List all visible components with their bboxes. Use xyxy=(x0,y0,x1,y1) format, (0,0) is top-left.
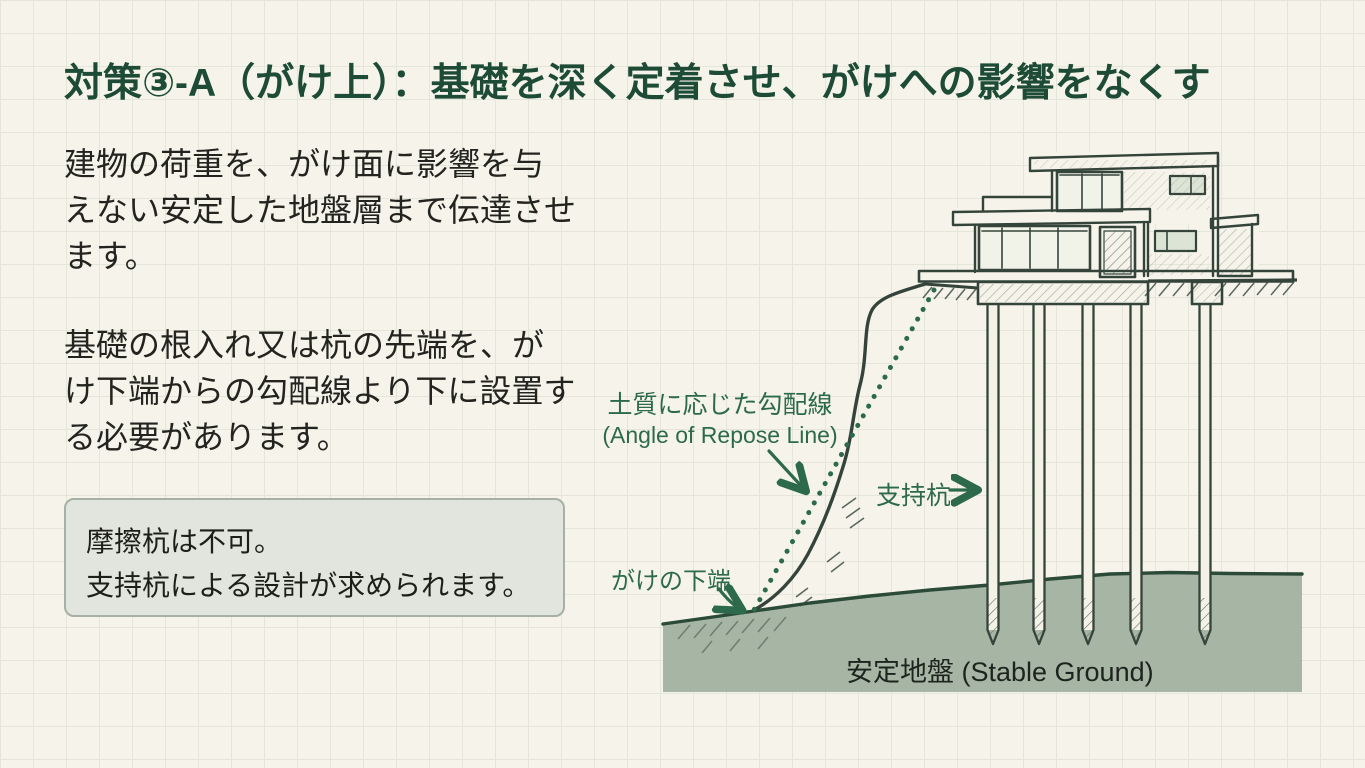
lower-window-band xyxy=(977,224,1092,272)
ground-hatch-marks xyxy=(677,616,787,654)
label-cliff-bottom: がけの下端 xyxy=(611,568,731,595)
body-paragraph-2: 基礎の根入れ又は杭の先端を、が け下端からの勾配線より下に設置す る必要がありま… xyxy=(64,322,575,460)
stable-ground-surface-line xyxy=(661,570,1304,626)
paragraph-line: る必要があります。 xyxy=(64,419,349,455)
right-ground-line xyxy=(1147,278,1298,283)
middle-roof xyxy=(951,207,1152,227)
top-roof-hatch xyxy=(1034,160,1212,168)
cliff-rock-marks xyxy=(795,497,865,607)
mid-right-window xyxy=(1153,229,1198,253)
cliff-top-surface xyxy=(924,282,979,290)
pile xyxy=(1129,304,1143,646)
label-slope-line: 土質に応じた勾配線 (Angle of Repose Line) xyxy=(580,390,860,450)
entry-door xyxy=(1098,225,1137,279)
paragraph-line: け下端からの勾配線より下に設置す xyxy=(64,373,576,409)
support-piles xyxy=(986,304,1212,646)
balcony-parapet xyxy=(981,195,1054,213)
annotation-arrows xyxy=(719,449,975,609)
note-line: 摩擦杭は不可。 xyxy=(86,526,283,557)
right-wall xyxy=(1211,154,1220,278)
label-slope-line-en: (Angle of Repose Line) xyxy=(602,422,838,448)
note-line: 支持杭による設計が求められます。 xyxy=(86,570,531,601)
paragraph-line: 建物の荷重を、がけ面に影響を与 xyxy=(64,146,545,182)
label-stable-ground: 安定地盤 (Stable Ground) xyxy=(846,657,1154,687)
house-sketch xyxy=(917,151,1295,306)
paragraph-line: 基礎の根入れ又は杭の先端を、が xyxy=(64,327,545,363)
pile xyxy=(1081,304,1095,646)
note-box: 摩擦杭は不可。 支持杭による設計が求められます。 xyxy=(64,498,565,617)
page-title: 対策③-A（がけ上）：基礎を深く定着させ、がけへの影響をなくす xyxy=(64,62,1211,105)
upper-wall-hatch xyxy=(1124,172,1210,210)
pile xyxy=(986,304,1000,646)
arrow-to-repose-line xyxy=(767,449,804,489)
annex xyxy=(1209,213,1260,278)
arrow-to-cliff-bottom xyxy=(719,589,740,609)
lower-floor xyxy=(973,222,1150,278)
upper-ground xyxy=(922,278,1298,301)
cliff-top-hatch xyxy=(922,286,977,301)
right-ground-hatch xyxy=(1144,281,1295,297)
label-slope-line-jp: 土質に応じた勾配線 xyxy=(607,391,833,419)
paragraph-line: えない安定した地盤層まで伝達させ xyxy=(64,192,577,228)
upper-window xyxy=(1055,170,1124,213)
paragraph-line: ます。 xyxy=(64,238,157,274)
body-paragraph-1: 建物の荷重を、がけ面に影響を与 えない安定した地盤層まで伝達させ ます。 xyxy=(64,141,576,279)
pile xyxy=(1198,304,1212,646)
label-support-pile: 支持杭 xyxy=(876,482,952,510)
annex-hatch xyxy=(1219,229,1251,275)
pile xyxy=(1032,304,1046,646)
